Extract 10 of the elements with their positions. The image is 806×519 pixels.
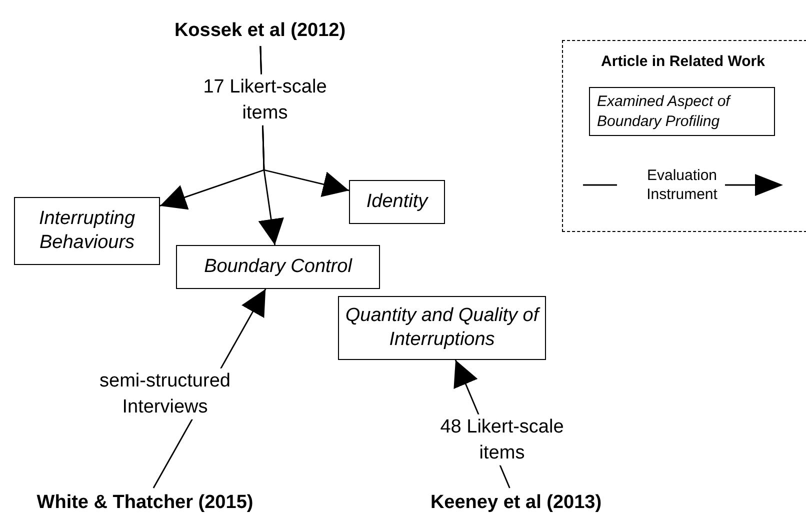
- legend-sample-box: Examined Aspect of Boundary Profiling: [589, 87, 775, 136]
- legend-text: Article in Related Work: [600, 53, 766, 70]
- aspect-box: Quantity and Quality of Interruptions: [338, 296, 546, 360]
- aspect-box: Interrupting Behaviours: [14, 197, 160, 265]
- article-title: Keeney et al (2013): [400, 488, 632, 518]
- legend-text: Evaluation Instrument: [646, 167, 718, 204]
- aspect-box: Boundary Control: [176, 245, 380, 289]
- article-title: White & Thatcher (2015): [10, 488, 280, 518]
- aspect-box: Identity: [349, 180, 445, 224]
- article-title: Kossek et al (2012): [140, 16, 380, 46]
